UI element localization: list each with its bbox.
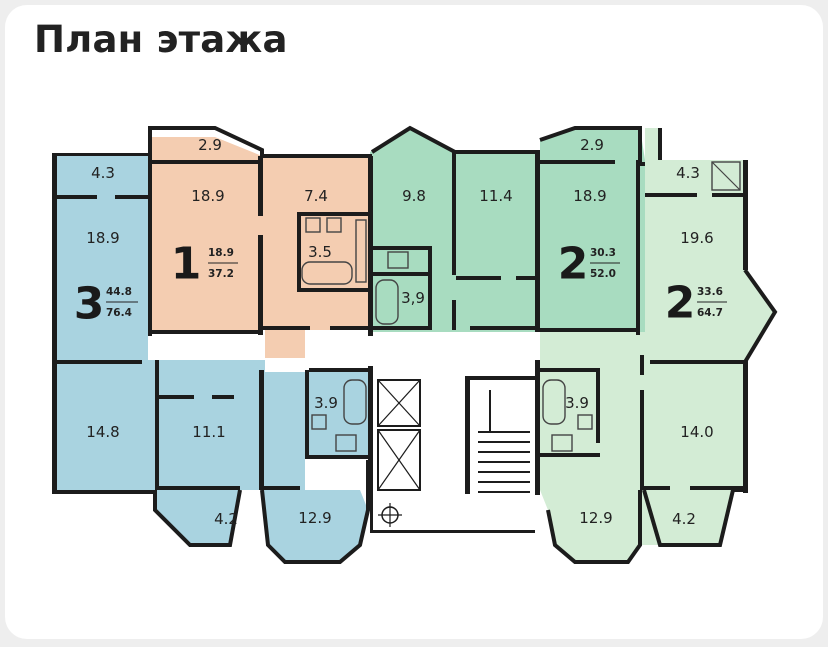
- room-label: 4.3: [91, 164, 115, 182]
- room-label: 4.2: [672, 510, 696, 528]
- rooms-count: 2: [558, 239, 589, 290]
- room-label: 9.8: [402, 187, 426, 205]
- living-area: 33.6: [697, 286, 723, 298]
- total-area: 76.4: [106, 307, 132, 319]
- total-area: 64.7: [697, 307, 723, 319]
- room-label: 3.9: [314, 394, 338, 412]
- room-label: 4.3: [676, 164, 700, 182]
- room-label: 2.9: [580, 136, 604, 154]
- plumbing-fixtures: [301, 161, 741, 452]
- apartment-marker-2b: 2 33.6 64.7: [665, 278, 727, 329]
- rooms-count: 3: [74, 279, 105, 330]
- room-labels: 4.3 18.9 14.8 11.1 4.2 12.9 3.9 2.9 18.9…: [86, 136, 713, 528]
- room-label: 12.9: [579, 509, 612, 527]
- room-label: 3.5: [308, 243, 332, 261]
- rooms-count: 1: [171, 239, 202, 290]
- apartment-marker-2a: 2 30.3 52.0: [558, 239, 620, 290]
- room-label: 18.9: [191, 187, 224, 205]
- room-label: 18.9: [573, 187, 606, 205]
- page-title: План этажа: [34, 18, 288, 61]
- room-label: 2.9: [198, 136, 222, 154]
- living-area: 44.8: [106, 286, 132, 298]
- room-label: 14.0: [680, 423, 713, 441]
- room-label: 11.4: [479, 187, 512, 205]
- apartment-marker-3: 3 44.8 76.4: [74, 279, 138, 330]
- room-label: 3.9: [565, 394, 589, 412]
- room-label: 7.4: [304, 187, 328, 205]
- living-area: 30.3: [590, 247, 616, 259]
- room-label: 18.9: [86, 229, 119, 247]
- room-label: 19.6: [680, 229, 713, 247]
- apartment-marker-1: 1 18.9 37.2: [171, 239, 238, 290]
- rooms-count: 2: [665, 278, 696, 329]
- total-area: 37.2: [208, 268, 234, 280]
- room-label: 11.1: [192, 423, 225, 441]
- room-label: 12.9: [298, 509, 331, 527]
- apt2a-zone: [370, 128, 645, 332]
- living-area: 18.9: [208, 247, 234, 259]
- walls: [52, 125, 778, 564]
- room-label: 14.8: [86, 423, 119, 441]
- apt3-zone: [54, 153, 368, 562]
- room-label: 4.2: [214, 510, 238, 528]
- room-label: 3,9: [401, 289, 425, 307]
- staircase: [478, 390, 530, 493]
- total-area: 52.0: [590, 268, 616, 280]
- elevator-shafts: [377, 379, 421, 527]
